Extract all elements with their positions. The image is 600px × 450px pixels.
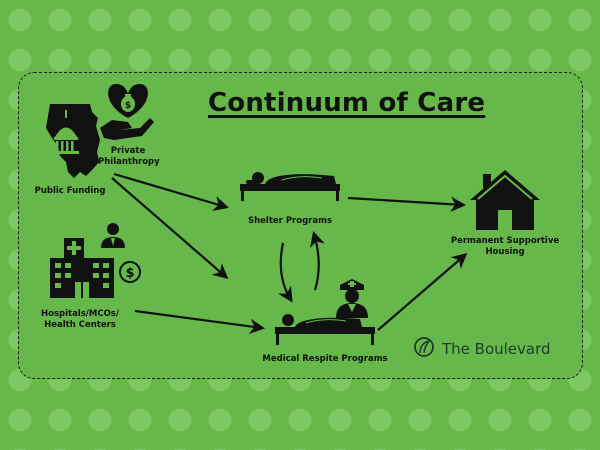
money-symbol: $	[125, 266, 134, 281]
money-icon: $	[119, 261, 141, 283]
page-title: Continuum of Care	[208, 88, 486, 118]
hospital-icon	[50, 238, 114, 298]
arrow-public-to-shelter	[113, 172, 229, 211]
flow-arrows	[111, 172, 468, 334]
doctor-icon	[101, 223, 125, 248]
illinois-capitol-icon	[46, 104, 100, 178]
philanthropy-heart-hand-icon: $	[100, 84, 154, 140]
respite-bed-icon	[275, 314, 375, 345]
arrow-respite-to-housing	[377, 252, 468, 331]
arrow-shelter-to-respite	[277, 242, 293, 303]
shelter-programs-label: Shelter Programs	[247, 216, 333, 226]
arrow-hospitals-to-respite	[134, 309, 266, 334]
boulevard-logo-icon	[414, 337, 434, 357]
nurse-icon	[336, 279, 368, 318]
arrow-respite-to-shelter	[310, 231, 325, 291]
shelter-bed-icon	[240, 172, 340, 201]
brand-name: The Boulevard	[442, 340, 551, 358]
arrow-shelter-to-housing	[347, 196, 467, 212]
public-funding-label: Public Funding	[34, 186, 106, 196]
medical-respite-label: Medical Respite Programs	[262, 354, 388, 364]
house-icon	[470, 170, 540, 230]
permanent-housing-label: Permanent Supportive Housing	[450, 236, 560, 257]
hospitals-label: Hospitals/MCOs/ Health Centers	[41, 309, 119, 330]
arrow-public-to-respite	[111, 177, 229, 280]
svg-text:$: $	[125, 101, 131, 111]
private-philanthropy-label: Private Philanthropy	[98, 146, 160, 167]
